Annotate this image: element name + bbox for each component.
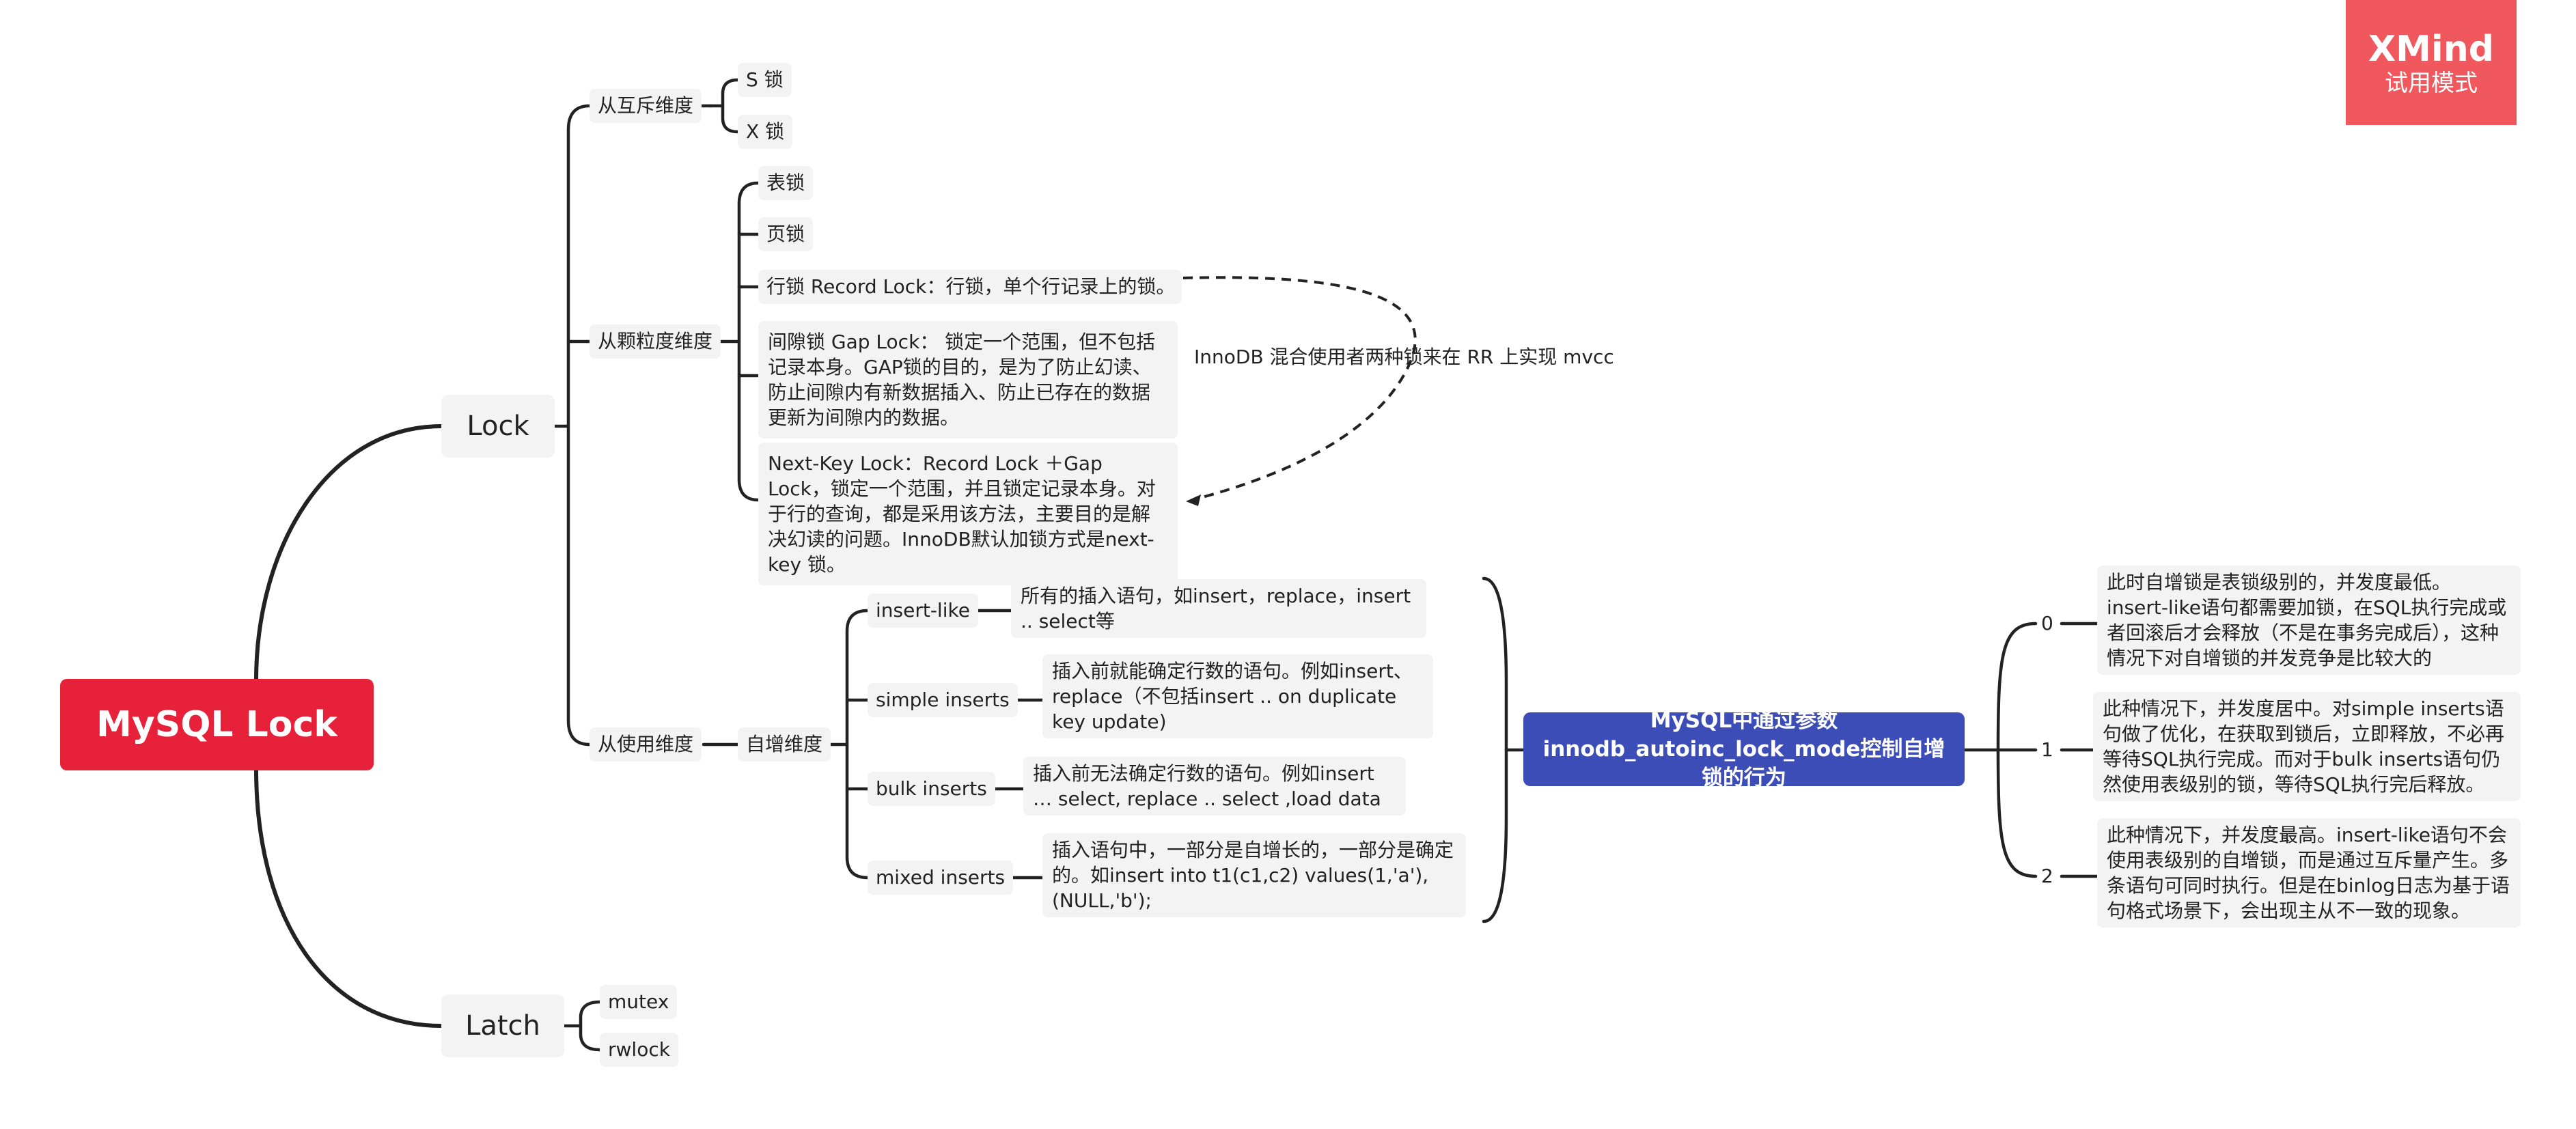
mode-2-label[interactable]: 2: [2041, 865, 2053, 887]
autoinc-lock-mode-node[interactable]: MySQL中通过参数innodb_autoinc_lock_mode控制自增锁的…: [1523, 708, 1965, 790]
desc-mixed-inserts[interactable]: 插入语句中，一部分是自增长的，一部分是确定的。如insert into t1(c…: [1042, 833, 1466, 917]
desc-insert-like[interactable]: 所有的插入语句，如insert，replace，insert .. select…: [1011, 579, 1426, 638]
granularity-dimension-node[interactable]: 从颗粒度维度: [590, 324, 721, 359]
badge-title: XMind: [2368, 29, 2494, 70]
mode-1-label[interactable]: 1: [2041, 738, 2053, 761]
usage-dimension-node[interactable]: 从使用维度: [590, 727, 702, 762]
xmind-trial-badge: XMind 试用模式: [2346, 0, 2517, 125]
page-lock-node[interactable]: 页锁: [758, 217, 814, 251]
desc-simple-inserts[interactable]: 插入前就能确定行数的语句。例如insert、replace（不包括insert …: [1042, 654, 1433, 738]
type-bulk-inserts[interactable]: bulk inserts: [868, 772, 995, 806]
type-insert-like[interactable]: insert-like: [868, 594, 978, 628]
mode-0-label[interactable]: 0: [2041, 612, 2053, 635]
mutex-dimension-node[interactable]: 从互斥维度: [590, 89, 702, 123]
x-lock-node[interactable]: X 锁: [738, 115, 793, 149]
desc-bulk-inserts[interactable]: 插入前无法确定行数的语句。例如insert … select, replace …: [1023, 757, 1406, 816]
next-key-lock-node[interactable]: Next-Key Lock：Record Lock ＋Gap Lock，锁定一个…: [758, 443, 1178, 585]
lock-node[interactable]: Lock: [441, 395, 555, 458]
mvcc-note: InnoDB 混合使用者两种锁来在 RR 上实现 mvcc: [1194, 346, 1614, 368]
type-simple-inserts[interactable]: simple inserts: [868, 683, 1018, 717]
record-lock-node[interactable]: 行锁 Record Lock：行锁，单个行记录上的锁。: [758, 270, 1182, 304]
mode-1-desc[interactable]: 此种情况下，并发度居中。对simple inserts语句做了优化，在获取到锁后…: [2093, 692, 2521, 801]
root-node[interactable]: MySQL Lock: [60, 679, 374, 770]
s-lock-node[interactable]: S 锁: [738, 63, 792, 97]
gap-lock-node[interactable]: 间隙锁 Gap Lock： 锁定一个范围，但不包括记录本身。GAP锁的目的，是为…: [758, 321, 1178, 438]
badge-subtitle: 试用模式: [2385, 70, 2478, 97]
type-mixed-inserts[interactable]: mixed inserts: [868, 861, 1014, 895]
mode-0-desc[interactable]: 此时自增锁是表锁级别的，并发度最低。insert-like语句都需要加锁，在SQ…: [2097, 566, 2521, 675]
autoinc-dimension-node[interactable]: 自增维度: [738, 727, 831, 762]
rwlock-node[interactable]: rwlock: [600, 1033, 678, 1067]
table-lock-node[interactable]: 表锁: [758, 166, 814, 200]
latch-node[interactable]: Latch: [441, 994, 564, 1057]
mode-2-desc[interactable]: 此种情况下，并发度最高。insert-like语句不会使用表级别的自增锁，而是通…: [2097, 818, 2521, 928]
mutex-node[interactable]: mutex: [600, 985, 678, 1019]
